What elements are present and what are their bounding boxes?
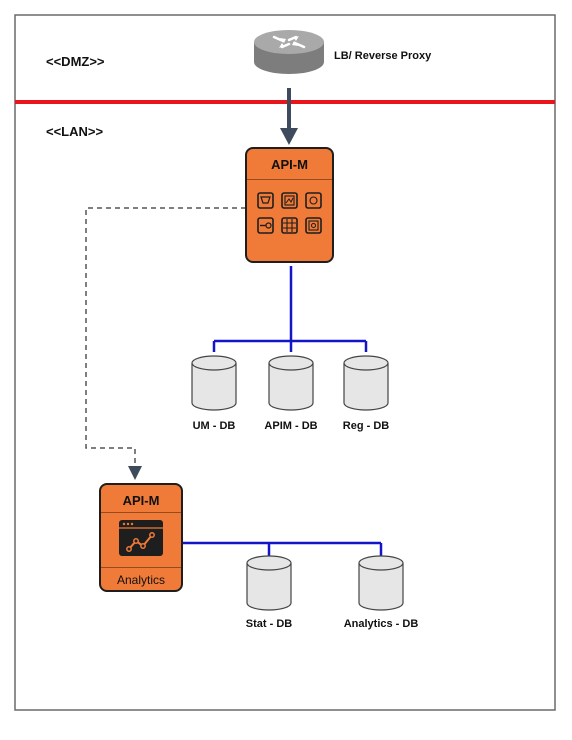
gateway-icon xyxy=(305,192,322,209)
traffic-manager-icon xyxy=(281,217,298,234)
um-db-label: UM - DB xyxy=(192,420,236,432)
apim-node-title: API-M xyxy=(271,157,308,172)
analytics-db-cylinder xyxy=(358,555,404,611)
proxy-label: LB/ Reverse Proxy xyxy=(334,50,432,62)
analytics-db-links xyxy=(182,541,383,556)
admin-icon xyxy=(305,217,322,234)
lan-zone-label: <<LAN>> xyxy=(46,124,104,139)
stat-db-cylinder xyxy=(246,555,292,611)
apim-component-icons xyxy=(257,192,322,234)
analytics-db-label: Analytics - DB xyxy=(343,618,419,630)
apim-node-divider xyxy=(247,179,332,180)
apim-node[interactable]: API-M xyxy=(245,147,334,263)
apim-db-links xyxy=(212,266,368,352)
proxy-to-apim-arrowhead xyxy=(280,128,298,145)
apim-db-cylinder xyxy=(268,355,314,411)
reg-db-cylinder xyxy=(343,355,389,411)
store-icon xyxy=(257,192,274,209)
dmz-zone-label: <<DMZ>> xyxy=(46,54,105,69)
apim-db-label: APIM - DB xyxy=(264,420,318,432)
router-icon xyxy=(254,30,324,74)
analytics-node-divider-bottom xyxy=(101,567,181,568)
db-cylinders xyxy=(191,355,404,611)
analytics-node-divider-top xyxy=(101,512,181,513)
um-db-cylinder xyxy=(191,355,237,411)
reg-db-label: Reg - DB xyxy=(342,420,390,432)
analytics-node-subtitle: Analytics xyxy=(116,573,166,587)
analytics-node[interactable]: API-M Analytics xyxy=(99,483,183,592)
stat-db-label: Stat - DB xyxy=(245,618,293,630)
publisher-icon xyxy=(281,192,298,209)
analytics-node-title: API-M xyxy=(122,493,160,508)
apim-to-analytics-arrowhead xyxy=(128,466,142,480)
key-manager-icon xyxy=(257,217,274,234)
diagram-frame xyxy=(14,14,556,711)
analytics-dashboard-icon xyxy=(119,520,163,556)
apim-to-analytics-connector xyxy=(85,207,246,470)
